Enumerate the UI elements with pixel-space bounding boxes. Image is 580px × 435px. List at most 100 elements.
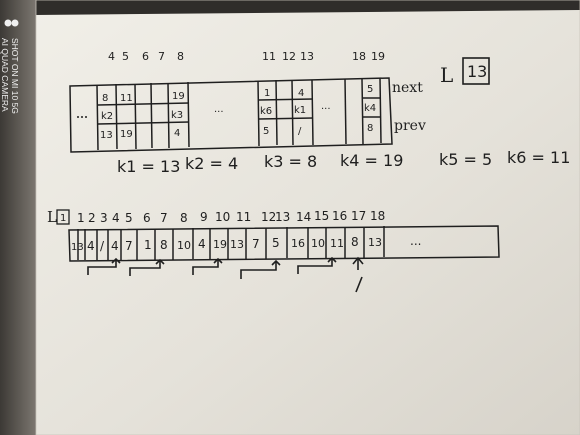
cell-value: 19	[172, 91, 185, 102]
bottom-cell-value: 7	[125, 239, 133, 253]
bottom-cell-value: 19	[213, 238, 227, 251]
cell-divider	[257, 80, 260, 147]
bottom-index: 14	[296, 210, 311, 224]
top-index: 4	[108, 50, 115, 63]
cell-divider	[150, 82, 153, 149]
top-index: 18	[352, 50, 366, 63]
cell-divider	[275, 79, 278, 146]
k-value: k6 = 11	[507, 148, 570, 167]
cell-value: 5	[263, 126, 269, 137]
bottom-cell-value: /	[100, 239, 105, 253]
bottom-index: 12	[261, 210, 276, 224]
connection-arrow-icon	[240, 261, 277, 279]
top-index: 12	[282, 50, 296, 63]
connection-arrow-icon	[192, 259, 219, 275]
camera-watermark: SHOT ON MI 10 5G AI QUAD CAMERA	[0, 19, 20, 114]
cell-value: 4	[298, 88, 304, 99]
cell-value: k3	[171, 110, 183, 121]
cell-value: ...	[214, 104, 224, 115]
notebook-spine	[0, 0, 36, 435]
cell-divider	[115, 83, 118, 150]
bottom-cell-value: 4	[111, 239, 119, 253]
bottom-index: 10	[215, 210, 230, 224]
bottom-label-box	[56, 209, 70, 225]
bottom-cell-value: 7	[252, 237, 260, 251]
page-edge	[35, 0, 580, 435]
top-index: 7	[158, 50, 165, 63]
top-index: 19	[371, 50, 385, 63]
watermark-dot-icon	[11, 19, 19, 27]
bottom-cell-value: 1	[144, 238, 152, 252]
bottom-cell-value: 11	[330, 237, 344, 250]
bottom-arrows	[87, 256, 364, 293]
arrowhead-icon	[352, 256, 364, 265]
bottom-cell-value: 8	[160, 238, 168, 252]
dot-icon	[77, 116, 79, 118]
bottom-cell-value: 4	[198, 237, 206, 251]
dot-icon	[85, 116, 87, 118]
row-divider	[97, 121, 190, 125]
arrowhead-icon	[271, 259, 281, 266]
cell-value: /	[298, 126, 302, 137]
bottom-cell-value: 4	[87, 239, 95, 253]
bottom-array-values: 13 4 / 4 7 1 8 10 4 19 13 7 5 16 10 11 8…	[71, 234, 421, 253]
cell-value: 1	[264, 88, 270, 99]
k-value: k2 = 4	[185, 154, 238, 173]
bottom-index: 8	[180, 211, 188, 225]
cell-value: k6	[260, 106, 272, 117]
connection-arrow-icon	[129, 260, 161, 276]
k-value: k1 = 13	[117, 157, 180, 176]
boxed-value-frame	[462, 57, 490, 85]
watermark-line-1: SHOT ON MI 10 5G	[10, 38, 20, 114]
row-divider	[258, 117, 314, 120]
cell-divider	[291, 79, 294, 146]
bottom-index: 11	[236, 210, 251, 224]
top-index-row: 4 5 6 7 8 11 12 13 18 19	[108, 50, 385, 63]
bottom-cell-value: 16	[291, 237, 305, 250]
k-value: k3 = 8	[264, 152, 317, 171]
cell-value: 8	[102, 93, 108, 104]
bottom-index: 3	[100, 211, 108, 225]
cell-value: 19	[120, 129, 133, 140]
row-divider	[97, 102, 190, 106]
bottom-cell-value: 13	[368, 236, 382, 249]
prev-label: prev	[394, 118, 426, 134]
watermark-line-2: AI QUAD CAMERA	[0, 38, 10, 112]
bottom-index: 4	[112, 211, 120, 225]
bottom-cell-value: 10	[177, 239, 191, 252]
k-value: k4 = 19	[340, 151, 403, 170]
cell-divider	[167, 82, 170, 149]
cell-value: 5	[367, 84, 373, 95]
bottom-index: 18	[370, 209, 385, 223]
top-array-diagram	[69, 77, 393, 153]
bottom-array-outline	[68, 225, 500, 262]
top-index: 11	[262, 50, 276, 63]
connection-arrow-icon	[297, 258, 333, 274]
bottom-index: 2	[88, 211, 96, 225]
connection-arrow-icon	[87, 259, 117, 275]
cell-value: ...	[321, 101, 331, 112]
arrowhead-icon	[327, 256, 337, 263]
boxed-label: L	[440, 63, 453, 87]
bottom-index: 6	[143, 211, 151, 225]
cell-value: 11	[120, 93, 133, 104]
bottom-header: L 1 1 2 3 4 5 6 7 8 9 10 11 12 13 14 15 …	[47, 208, 385, 226]
bottom-label-value: 1	[60, 213, 66, 224]
bottom-index: 16	[332, 209, 347, 223]
cell-value: 13	[100, 130, 113, 141]
bottom-index: 17	[351, 209, 366, 223]
cell-value: k4	[364, 103, 376, 114]
boxed-value: 13	[467, 62, 487, 81]
dot-icon	[81, 116, 83, 118]
row-divider	[258, 98, 314, 101]
watermark-dot-icon	[4, 19, 12, 27]
cell-divider	[187, 81, 190, 148]
cell-value: k2	[101, 111, 113, 122]
bottom-label: L	[47, 208, 57, 226]
cell-divider	[96, 84, 99, 151]
bottom-cell-value: 13	[230, 238, 244, 251]
arrowhead-icon	[155, 258, 165, 265]
top-right-boxed-value: L 13	[440, 57, 490, 87]
k-assignments: k1 = 13 k2 = 4 k3 = 8 k4 = 19 k5 = 5 k6 …	[117, 148, 570, 176]
